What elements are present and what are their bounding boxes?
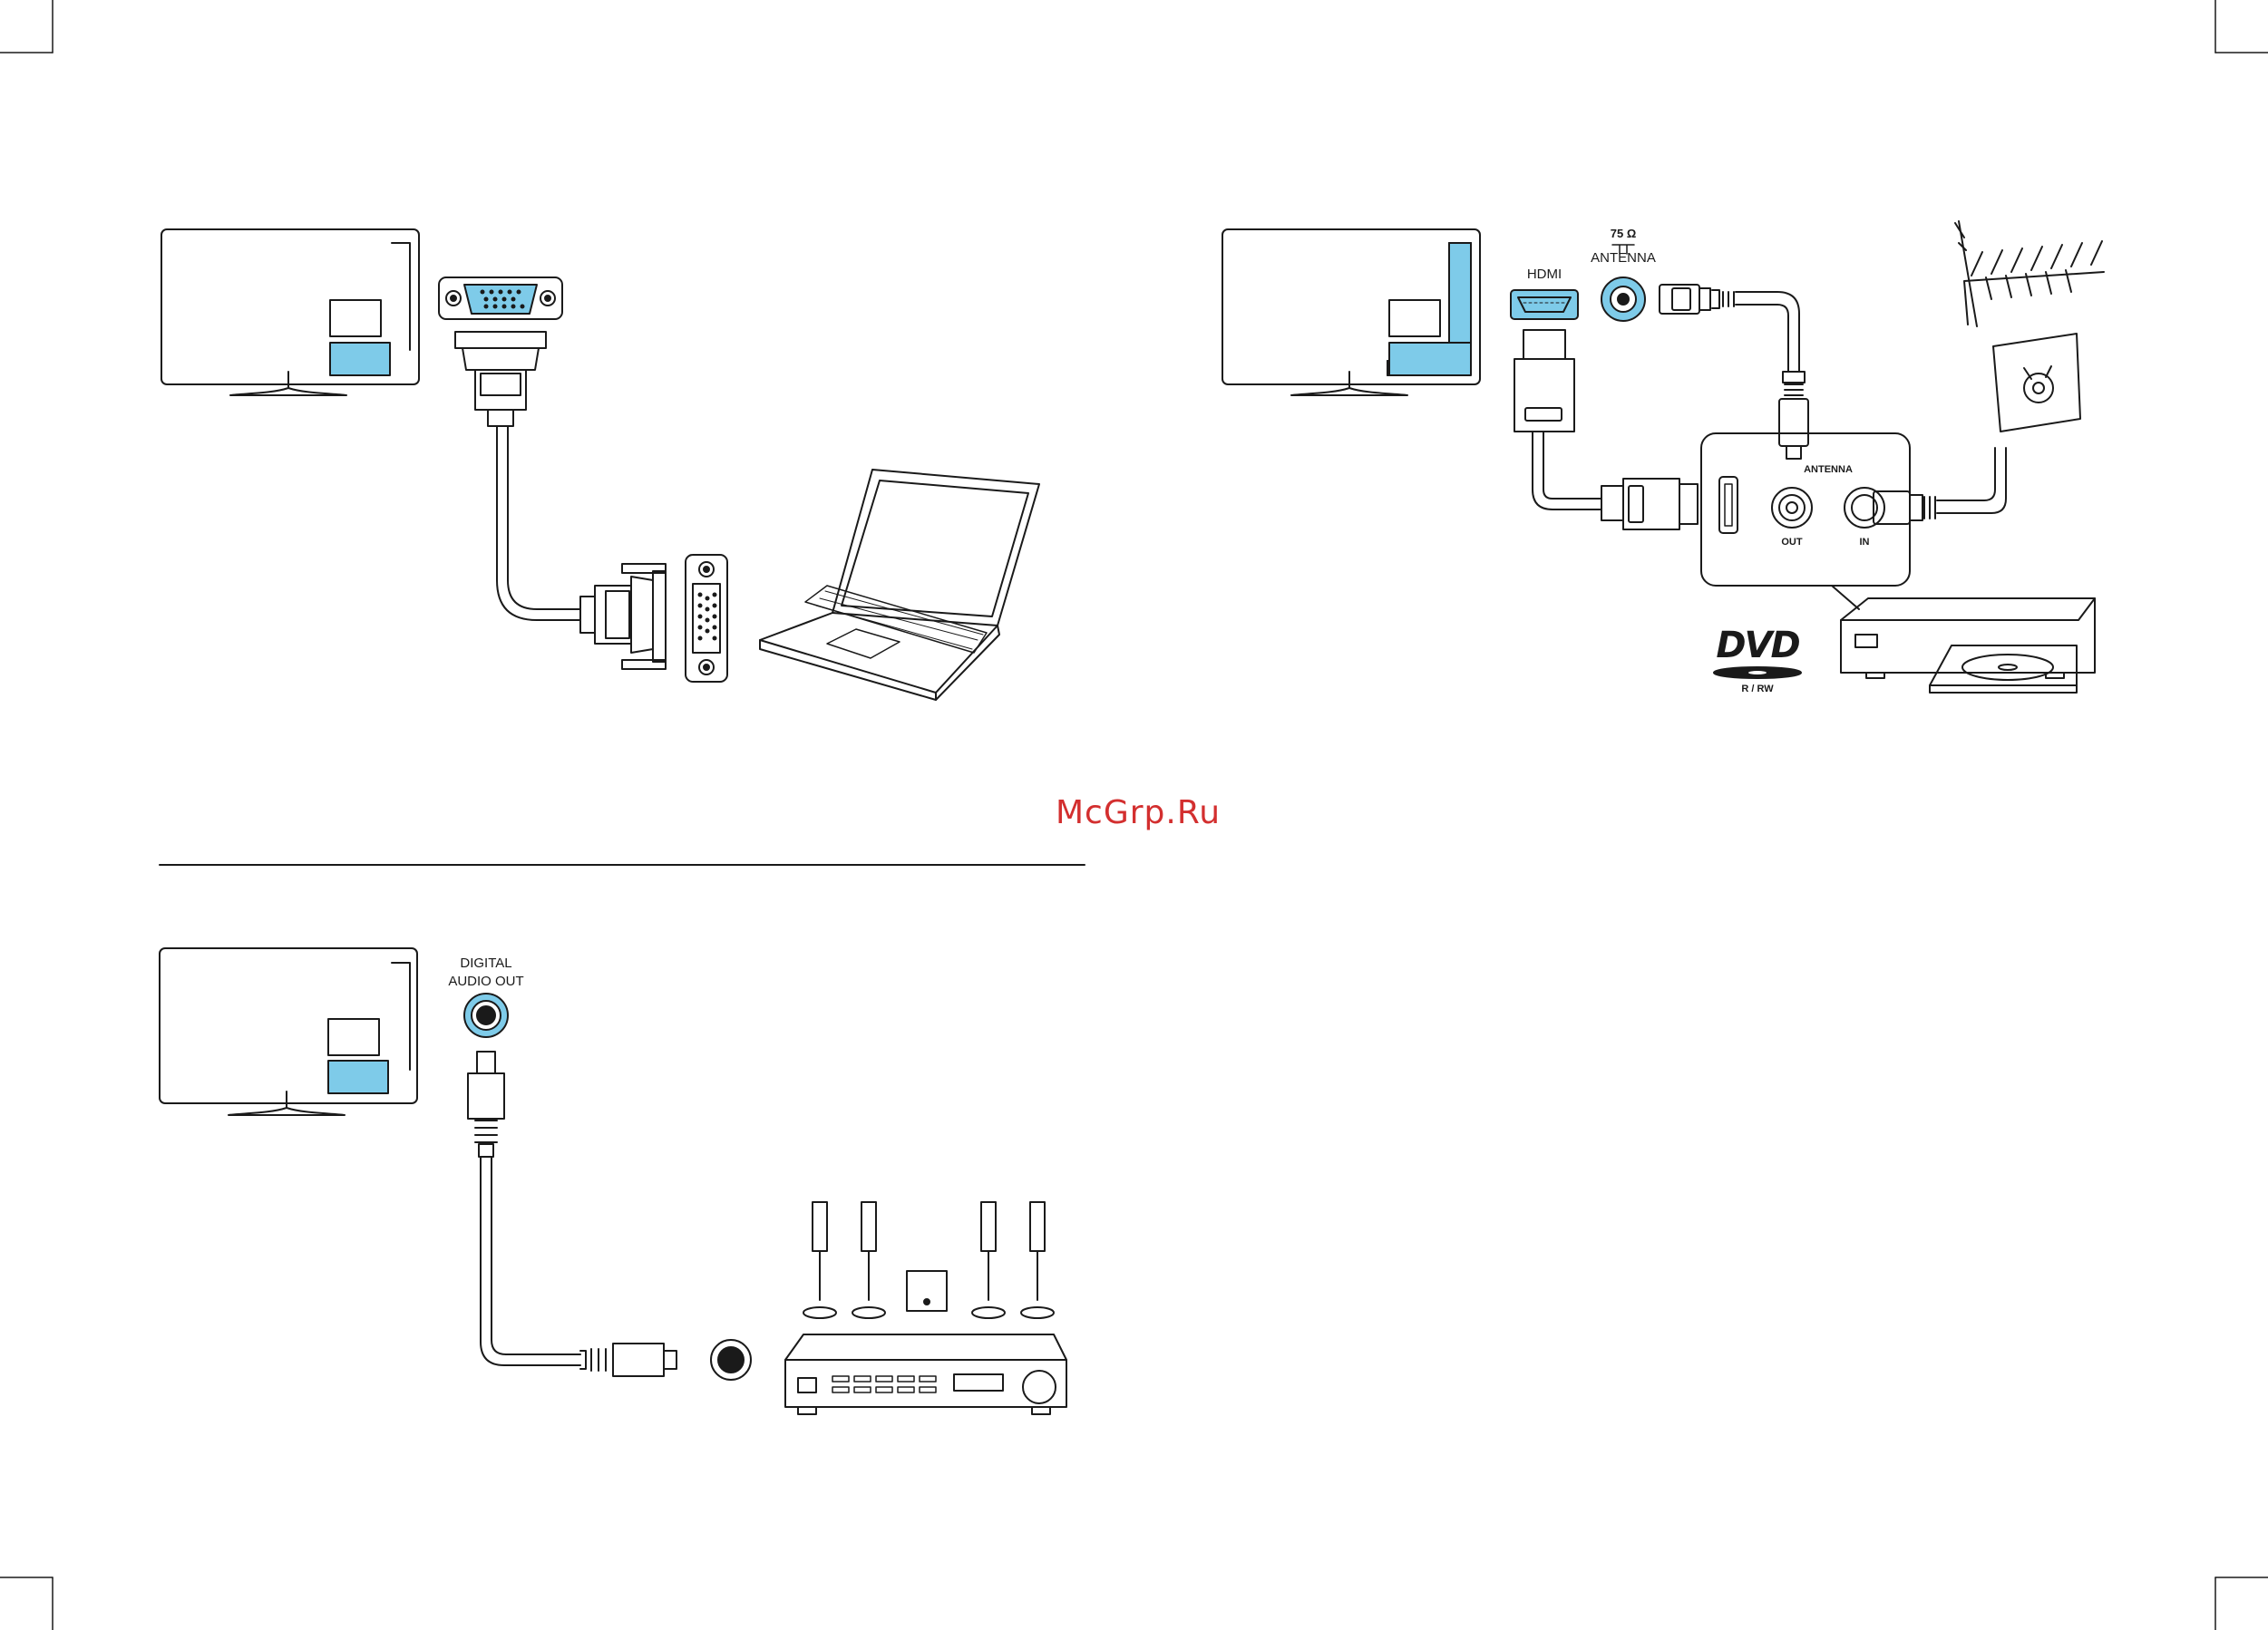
vga-plug-side: [580, 564, 666, 669]
digital-label: DIGITAL: [441, 956, 531, 972]
hdmi-plug: [1514, 330, 1601, 509]
audio-out-label: AUDIO OUT: [432, 974, 540, 990]
out-label: OUT: [1774, 537, 1810, 548]
digital-audio-plug-side: [580, 1344, 677, 1376]
dvd-logo-text: DVD: [1710, 626, 1805, 665]
dvd-recorder-icon: [1841, 598, 2095, 693]
roof-antenna-icon: [1955, 221, 2104, 326]
vga-plug-top: [455, 332, 546, 426]
tv-icon: [160, 948, 417, 1115]
vga-port-laptop-icon: [686, 555, 727, 682]
hdmi-label: HDMI: [1511, 267, 1578, 283]
in-label: IN: [1846, 537, 1883, 548]
tv-icon: [1222, 229, 1480, 395]
dvd-sub-label: R / RW: [1727, 684, 1788, 694]
hdmi-port-icon: [1511, 290, 1578, 319]
vga-panel: [161, 229, 1039, 700]
wall-socket-icon: [1993, 334, 2080, 432]
antenna-ohm-label: 75 Ω: [1596, 227, 1650, 240]
digital-audio-port-icon: [464, 994, 508, 1037]
dvd-rear-panel: [1601, 433, 2006, 609]
watermark: McGrp.Ru: [1043, 794, 1233, 831]
tv-icon: [161, 229, 419, 395]
device-antenna-label: ANTENNA: [1792, 464, 1864, 475]
speakers-icon: [803, 1202, 1054, 1318]
vga-port-icon: [439, 277, 562, 319]
home-theater-icon: [785, 1334, 1066, 1414]
receiver-input-icon: [711, 1340, 751, 1380]
hdmi-panel: [1222, 221, 2104, 693]
antenna-port-icon: [1601, 277, 1645, 321]
digital-audio-plug: [468, 1052, 580, 1365]
audio-panel: [160, 948, 1066, 1414]
laptop-icon: [760, 470, 1039, 700]
antenna-label: ANTENNA: [1578, 250, 1669, 267]
